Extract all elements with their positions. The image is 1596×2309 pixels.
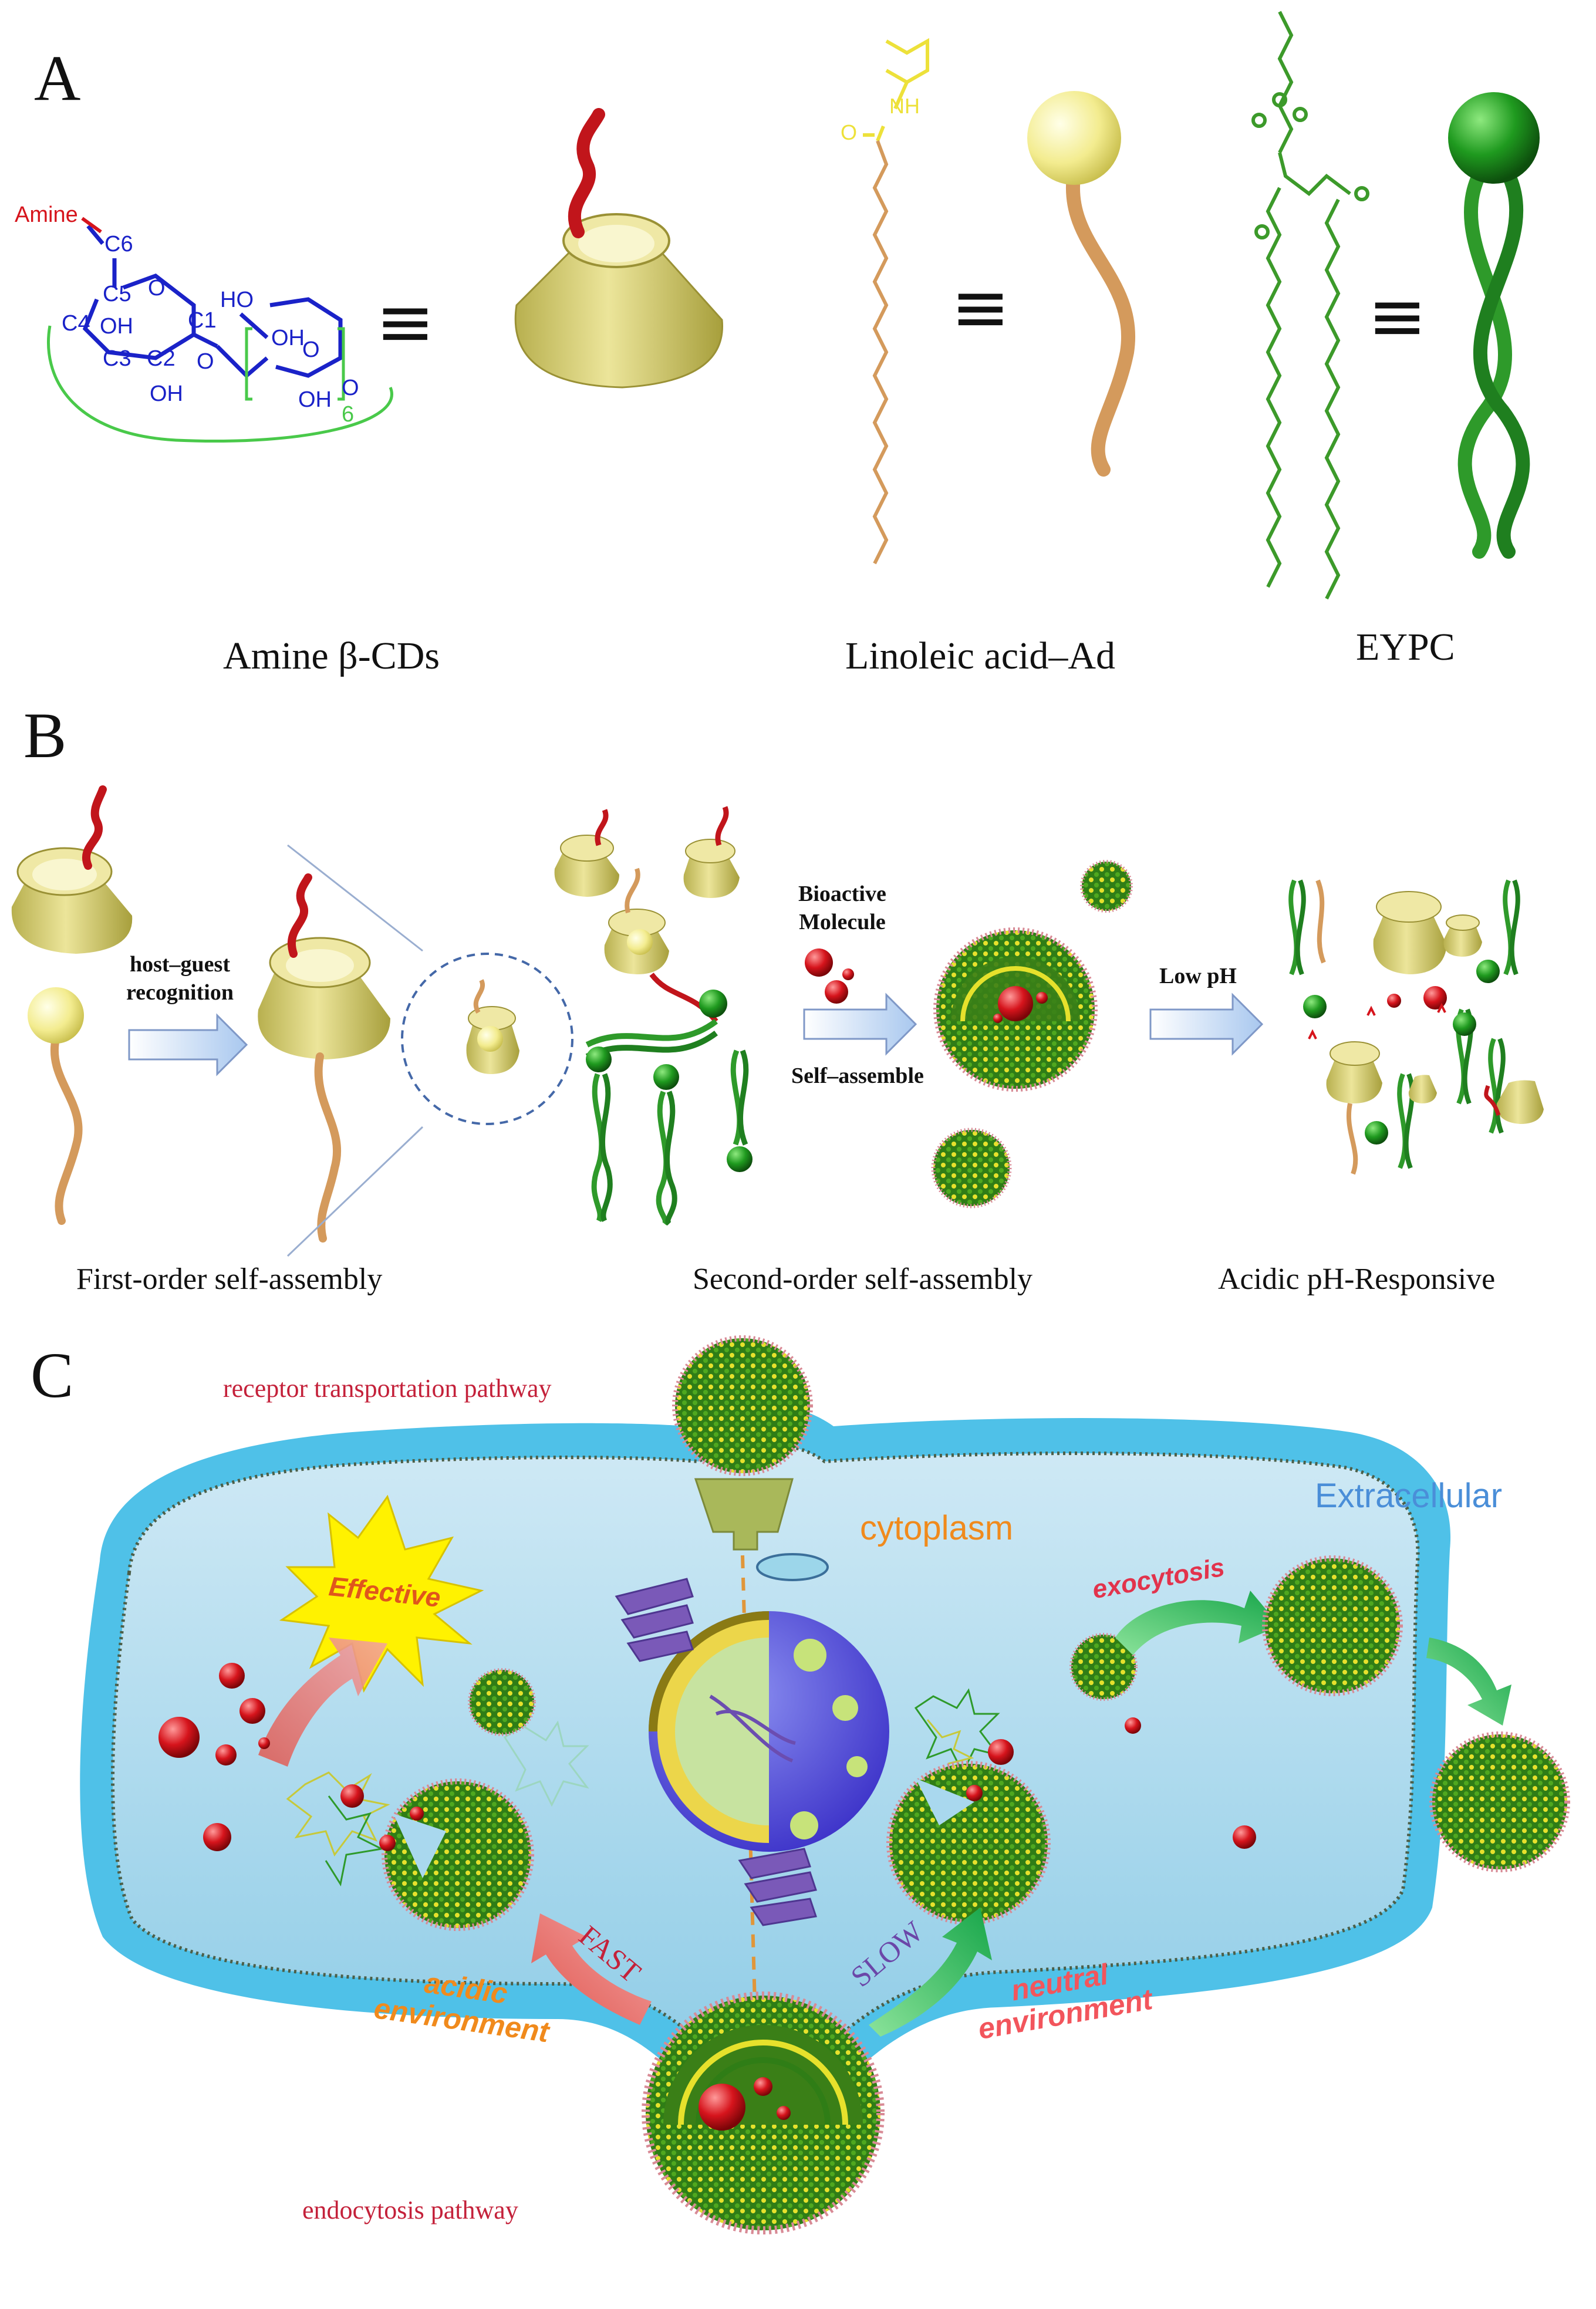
zoom-line-top <box>287 844 423 952</box>
zoom-complex <box>466 979 519 1074</box>
label-host-guest: host–guest recognition <box>126 952 234 1005</box>
equiv-symbol-1: ≡ <box>376 282 435 363</box>
slow-arrow <box>869 1908 992 2037</box>
c-nanoparticle-endocytosis <box>642 1991 885 2234</box>
left-drug-molecules <box>158 1663 270 1851</box>
b-arrow-3 <box>1149 993 1264 1056</box>
struct-nh-label: NH <box>889 94 920 118</box>
equiv-symbol-3: ≡ <box>1368 276 1427 357</box>
membrane-inner-line <box>111 1442 1420 2110</box>
struct-ho-label: HO <box>220 288 254 312</box>
cd-cone-large <box>514 108 724 389</box>
panel-c-graphics <box>80 1335 1570 2234</box>
equiv-symbol-2: ≡ <box>951 267 1010 349</box>
struct-c5-label: C5 <box>103 282 131 306</box>
struct-o-label-5: O <box>841 120 858 144</box>
golgi-organelles <box>615 1578 817 1926</box>
cd-ring-bracket <box>47 325 393 443</box>
c-drug-extracellular-1 <box>1125 1717 1141 1734</box>
caption-second-order: Second-order self-assembly <box>693 1262 1033 1296</box>
struct-o-label-3: O <box>302 337 320 362</box>
label-receptor-pathway: receptor transportation pathway <box>223 1374 552 1403</box>
b-arrow-2 <box>803 993 917 1056</box>
struct-c2-label: C2 <box>147 346 176 371</box>
effective-arrow <box>258 1638 387 1767</box>
struct-amine-label: Amine <box>15 202 78 227</box>
b-ad-1 <box>28 987 84 1225</box>
eypc-model <box>1448 92 1540 559</box>
eypc-structure <box>1251 11 1369 600</box>
struct-o-label-1: O <box>148 276 166 301</box>
struct-o-label-4: O <box>342 376 359 400</box>
b-nanoparticle-small-bottom <box>931 1128 1012 1208</box>
b-nanoparticle-small-top <box>1080 860 1133 913</box>
mitochondrion <box>756 1553 829 1581</box>
b-cd-cone-1 <box>11 785 133 954</box>
struct-oh-label-4: OH <box>298 387 332 412</box>
struct-oh-label-1: OH <box>100 314 133 339</box>
panel-b-graphics <box>11 785 1544 1257</box>
struct-repeat-label: 6 <box>342 402 355 427</box>
c-nanoparticle-opened-left <box>340 1778 534 1931</box>
zoom-line-bottom <box>286 1126 424 1257</box>
release-arrow <box>1426 1638 1511 1726</box>
caption-amine-cd: Amine β-CDs <box>223 634 440 677</box>
receptor-channel <box>672 1335 813 1551</box>
c-nanoparticle-exocytosis-small <box>1069 1633 1138 1701</box>
label-low-ph: Low pH <box>1159 964 1237 988</box>
b-disassembled <box>1288 879 1544 1175</box>
linoleic-ad-model <box>1027 91 1135 477</box>
amine-cd-structure <box>82 224 343 378</box>
nucleus <box>649 1611 889 1852</box>
c-nanoparticle-left-top <box>468 1668 536 1736</box>
label-endocytosis-pathway: endocytosis pathway <box>302 2196 518 2224</box>
panel-label-b: B <box>23 700 67 771</box>
panel-a-graphics <box>47 11 1540 600</box>
c-nanoparticle-opened-right <box>886 1739 1051 1925</box>
panel-label-c: C <box>31 1339 74 1411</box>
label-extracellular: Extracellular <box>1315 1477 1503 1515</box>
struct-oh-label-3: OH <box>271 326 305 350</box>
b-mixture <box>554 806 753 1226</box>
panel-label-a: A <box>34 42 81 114</box>
linoleic-ad-structure <box>863 38 929 565</box>
fast-arrow <box>531 1913 652 2025</box>
b-nanoparticle-main <box>933 927 1098 1092</box>
exocytosis-arrow <box>1115 1591 1280 1655</box>
struct-c4-label: C4 <box>62 311 90 336</box>
amine-bond <box>81 217 102 234</box>
caption-first-order: First-order self-assembly <box>76 1262 383 1296</box>
struct-o-label-2: O <box>197 349 214 374</box>
caption-acidic-ph: Acidic pH-Responsive <box>1218 1262 1496 1296</box>
struct-c6-label: C6 <box>104 232 133 256</box>
c-nanoparticle-extracellular <box>1429 1731 1570 1872</box>
label-bioactive-molecule: Bioactive Molecule <box>798 882 886 934</box>
struct-c1-label: C1 <box>188 308 217 333</box>
zoom-circle <box>401 953 573 1125</box>
struct-oh-label-2: OH <box>150 382 183 406</box>
b-arrow-1 <box>128 1013 248 1076</box>
b-complex <box>258 873 390 1243</box>
bioactive-molecules <box>805 948 854 1004</box>
label-self-assemble: Self–assemble <box>791 1064 924 1088</box>
caption-eypc: EYPC <box>1356 626 1455 669</box>
label-cytoplasm: cytoplasm <box>860 1509 1014 1547</box>
c-nanoparticle-exocytosis-large <box>1262 1555 1403 1696</box>
struct-c3-label: C3 <box>103 346 131 371</box>
c-drug-extracellular-2 <box>1233 1825 1256 1849</box>
caption-linoleic-ad: Linoleic acid–Ad <box>845 634 1116 677</box>
